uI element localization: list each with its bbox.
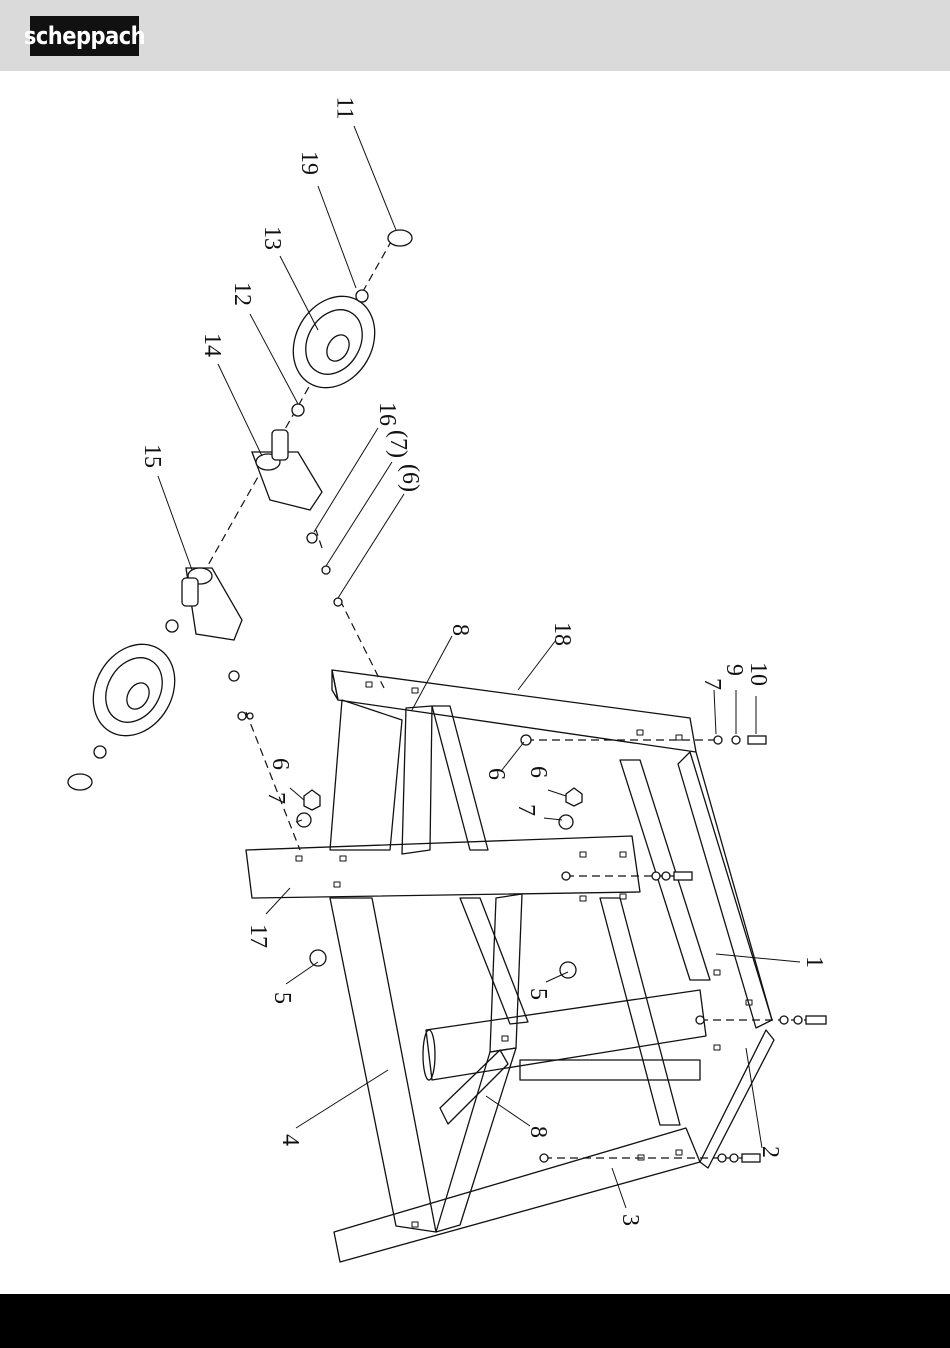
callout-7-center: 7 <box>514 804 538 816</box>
callout-13: 13 <box>260 226 284 250</box>
leg-17 <box>246 836 640 898</box>
callout-5-left: 5 <box>270 992 294 1004</box>
callout-1: 1 <box>802 956 826 968</box>
header-bar: scheppach <box>0 0 950 71</box>
callout-11: 11 <box>333 96 357 119</box>
callout-18: 18 <box>550 622 574 646</box>
foot-5-left <box>310 950 326 966</box>
callout-8-top: 8 <box>448 624 472 636</box>
callout-6-mid: 6 <box>484 768 508 780</box>
top-rail-18 <box>332 670 696 752</box>
callout-5-right: 5 <box>526 988 550 1000</box>
callout-7-paren: (7) <box>386 430 410 458</box>
leg-3 <box>334 1128 700 1262</box>
callout-6-left: 6 <box>268 758 292 770</box>
callout-17: 17 <box>246 924 270 948</box>
callout-2: 2 <box>758 1146 782 1158</box>
washer-12 <box>292 404 304 416</box>
brace-8-top <box>402 706 432 854</box>
callout-3: 3 <box>618 1214 642 1226</box>
scheppach-logo: scheppach <box>30 16 139 56</box>
callout-6-paren: (6) <box>398 464 422 492</box>
callout-16: 16 <box>375 402 399 426</box>
footer-bar <box>0 1294 950 1348</box>
callout-8-bottom: 8 <box>526 1126 550 1138</box>
brand-name: scheppach <box>24 22 145 50</box>
rail-1 <box>678 752 772 1028</box>
callout-12: 12 <box>230 282 254 306</box>
callout-9: 9 <box>722 664 746 676</box>
brace-8-lower <box>490 894 522 1052</box>
callout-4: 4 <box>278 1134 302 1146</box>
rail-4-lower <box>330 898 436 1232</box>
callout-19: 19 <box>297 151 321 175</box>
callout-15: 15 <box>140 444 164 468</box>
callout-7-left: 7 <box>264 792 288 804</box>
callout-7-right: 7 <box>700 678 724 690</box>
rail-4 <box>330 700 402 850</box>
callout-10: 10 <box>746 662 770 686</box>
callout-14: 14 <box>200 333 224 357</box>
callout-6-right: 6 <box>526 766 550 778</box>
hubcap-11 <box>388 230 412 246</box>
foot-5-right <box>560 962 576 978</box>
exploded-assembly-drawing <box>0 71 950 1294</box>
